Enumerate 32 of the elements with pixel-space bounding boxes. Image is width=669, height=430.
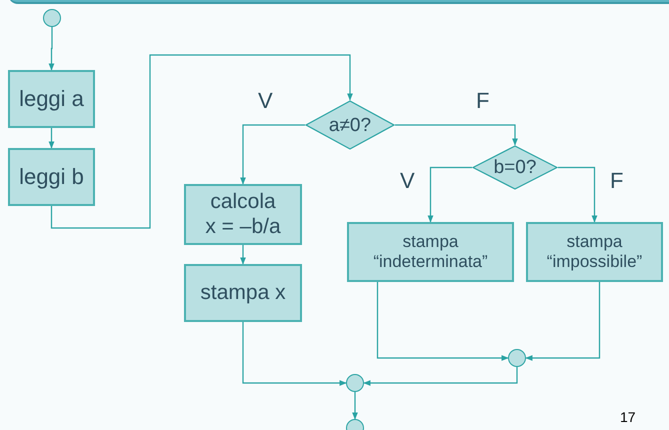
- page-number: 17: [620, 410, 636, 424]
- box-text: leggi b: [19, 164, 84, 190]
- edge-label: F: [476, 90, 490, 112]
- edge-label: F: [610, 170, 624, 192]
- arrow: [525, 282, 600, 361]
- arrow: [48, 27, 54, 71]
- arrow: [428, 166, 472, 223]
- process-box: [347, 222, 514, 282]
- arrow: [395, 124, 518, 146]
- arrow: [240, 124, 305, 185]
- box-text: leggi a: [19, 86, 84, 112]
- edge-label: V: [400, 170, 415, 192]
- process-box: [184, 184, 302, 245]
- condition-text: b=0?: [494, 158, 536, 177]
- arrow: [48, 128, 54, 149]
- arrow: [352, 392, 358, 420]
- condition-text: a≠0?: [328, 116, 372, 134]
- box-text: stampa “indeterminata”: [372, 232, 489, 272]
- process-box: [184, 264, 302, 322]
- process-box: [8, 148, 95, 206]
- box-text: stampa “impossibile”: [546, 232, 644, 272]
- arrow: [376, 282, 509, 361]
- arrow: [363, 367, 518, 386]
- arrow: [50, 54, 353, 229]
- edge-label: V: [258, 90, 273, 112]
- arrow: [240, 245, 246, 265]
- box-text: calcola x = –b/a: [204, 190, 282, 239]
- process-box: [526, 222, 663, 282]
- arrow: [558, 166, 598, 223]
- arrow: [242, 322, 347, 386]
- process-box: [8, 70, 95, 128]
- box-text: stampa x: [200, 280, 286, 306]
